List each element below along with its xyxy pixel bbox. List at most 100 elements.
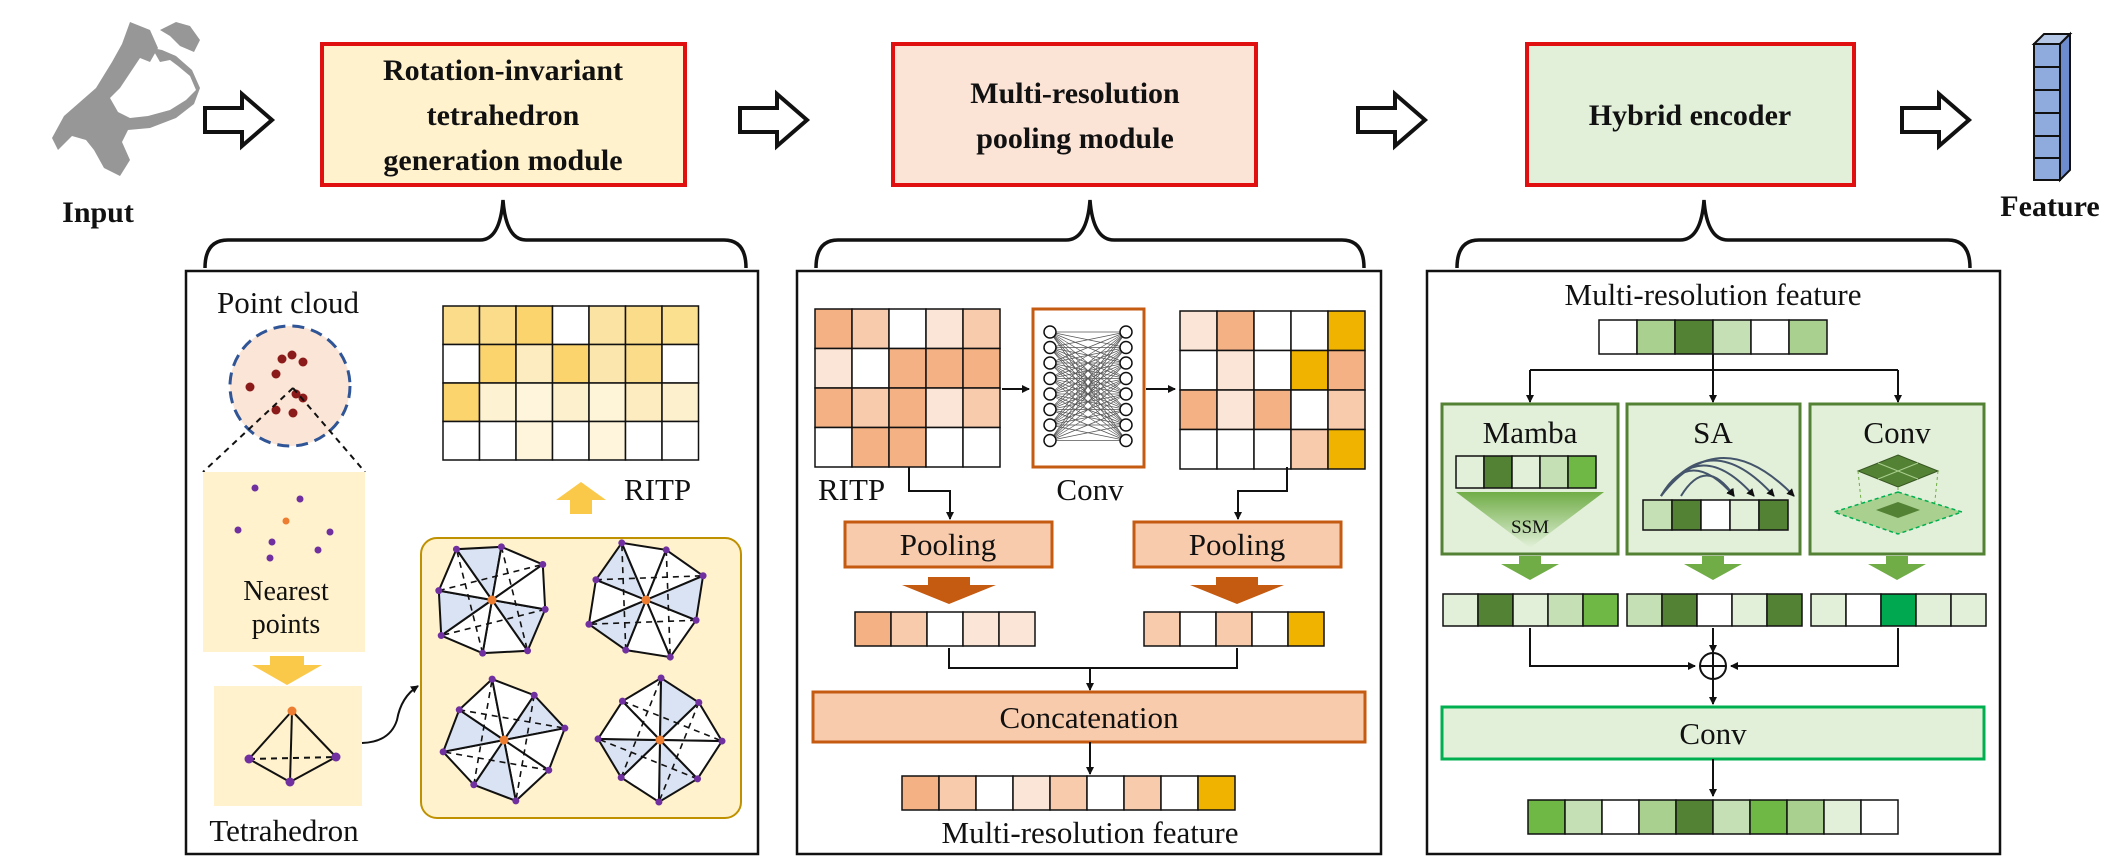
hidden-edge	[622, 700, 723, 742]
conv-out-cell	[1290, 389, 1329, 431]
tetrahedron-face	[489, 562, 547, 611]
vertex-point	[435, 587, 443, 595]
enc-out-cell	[1749, 799, 1788, 835]
ritp-cell	[442, 382, 481, 423]
conv-out-cell	[1216, 428, 1255, 470]
mamba-output-feature	[1442, 593, 1619, 627]
enc-out-cell	[1786, 799, 1825, 835]
nn-edge	[1049, 424, 1127, 441]
vertex-point	[561, 724, 569, 732]
pooled-left-cell	[854, 611, 892, 647]
nn-node	[1043, 371, 1057, 386]
tetrahedron-face	[657, 738, 724, 781]
nn-edge	[1049, 331, 1127, 410]
vertex-point	[541, 605, 549, 613]
point-cloud-label: Point cloud	[217, 285, 360, 320]
ritp-cell	[661, 382, 700, 423]
conv-out-cell	[1290, 349, 1329, 391]
conv-out-cell	[1915, 593, 1952, 627]
concat-cell	[1012, 775, 1051, 811]
pool-in-cell	[962, 387, 1001, 429]
orange-arrow-right	[1190, 577, 1284, 604]
pooled-right-cell	[1179, 611, 1217, 647]
nn-node	[1043, 433, 1057, 448]
nn-edge	[1049, 331, 1127, 364]
ssm-label: SSM	[1511, 517, 1549, 538]
pool-in-cell	[851, 308, 890, 350]
enc-out-cell	[1823, 799, 1862, 835]
pooled-left-cell	[962, 611, 1000, 647]
hidden-edge	[459, 709, 565, 729]
ritp-cell	[442, 305, 481, 346]
ssm-funnel	[1456, 492, 1604, 548]
ritp-cell	[442, 420, 481, 461]
input-label: Input	[62, 196, 134, 229]
pooling-input-grid	[814, 308, 1001, 468]
hidden-edge	[443, 751, 549, 771]
ritp-cell	[624, 305, 663, 346]
enc-out-cell	[1638, 799, 1677, 835]
conv-out-cell	[1253, 428, 1292, 470]
pool-in-cell	[888, 347, 927, 389]
conv-out-cell	[1327, 349, 1366, 391]
enc-in-cell	[1636, 319, 1676, 355]
flow-arrow-2	[738, 89, 811, 151]
nn-edge	[1049, 331, 1127, 426]
concat-cell	[1123, 775, 1162, 811]
tetrahedra-cluster	[439, 675, 569, 805]
mamba-label: Mamba	[1483, 415, 1578, 450]
nearest-line2: points	[252, 609, 320, 640]
green-arrow-sa	[1684, 556, 1742, 580]
vertex-point	[617, 774, 625, 782]
pooling-right-label: Pooling	[1189, 527, 1285, 562]
hidden-edge	[500, 546, 529, 651]
mamba-out-cell	[1582, 593, 1619, 627]
pooled-left-cell	[890, 611, 928, 647]
curved-arrow	[361, 685, 419, 744]
concat-cell	[1049, 775, 1088, 811]
ritp-cell	[588, 420, 627, 461]
ritp-cell	[588, 305, 627, 346]
nearest-points	[234, 484, 334, 562]
center-point	[499, 735, 509, 745]
conv-out-cell	[1179, 389, 1218, 431]
multiresolution-output-label: Multi-resolution feature	[942, 815, 1239, 850]
pool-in-cell	[888, 387, 927, 429]
ritp-label-1: RITP	[624, 472, 691, 507]
module-hybrid-encoder	[1525, 42, 1856, 187]
sa-out-cell	[1766, 593, 1803, 627]
vertex-point	[622, 646, 630, 654]
input-pointcloud-icon	[52, 22, 200, 176]
ritp-cell	[515, 343, 554, 384]
concat-cell	[938, 775, 977, 811]
pooled-right-cell	[1143, 611, 1181, 647]
vertex-point	[618, 539, 626, 547]
pool-in-cell	[814, 387, 853, 429]
vertex-point	[524, 647, 532, 655]
center-point	[655, 735, 665, 745]
pool-in-cell	[925, 347, 964, 389]
pool-in-cell	[851, 426, 890, 468]
vertex-point	[497, 543, 505, 551]
vertex-point	[618, 697, 626, 705]
nn-edge	[1049, 331, 1127, 395]
pooled-right-cell	[1287, 611, 1325, 647]
mamba-seq-cell	[1455, 455, 1485, 489]
tetrahedron-face	[643, 574, 705, 622]
conv-out-cell	[1216, 349, 1255, 391]
mamba-out-cell	[1512, 593, 1549, 627]
nn-node	[1119, 387, 1133, 401]
enc-out-cell	[1675, 799, 1714, 835]
vertex-point	[488, 675, 496, 683]
vertex-point	[530, 691, 538, 699]
enc-in-cell	[1788, 319, 1828, 355]
hidden-edge	[441, 608, 546, 637]
vertex-point	[592, 576, 600, 584]
pool-in-cell	[925, 426, 964, 468]
flow-arrow-1	[203, 89, 276, 151]
ritp-grid	[442, 305, 700, 461]
sa-out-cell	[1626, 593, 1663, 627]
pool-in-cell	[814, 347, 853, 389]
enc-out-cell	[1712, 799, 1751, 835]
pooled-feature-right	[1143, 611, 1325, 647]
